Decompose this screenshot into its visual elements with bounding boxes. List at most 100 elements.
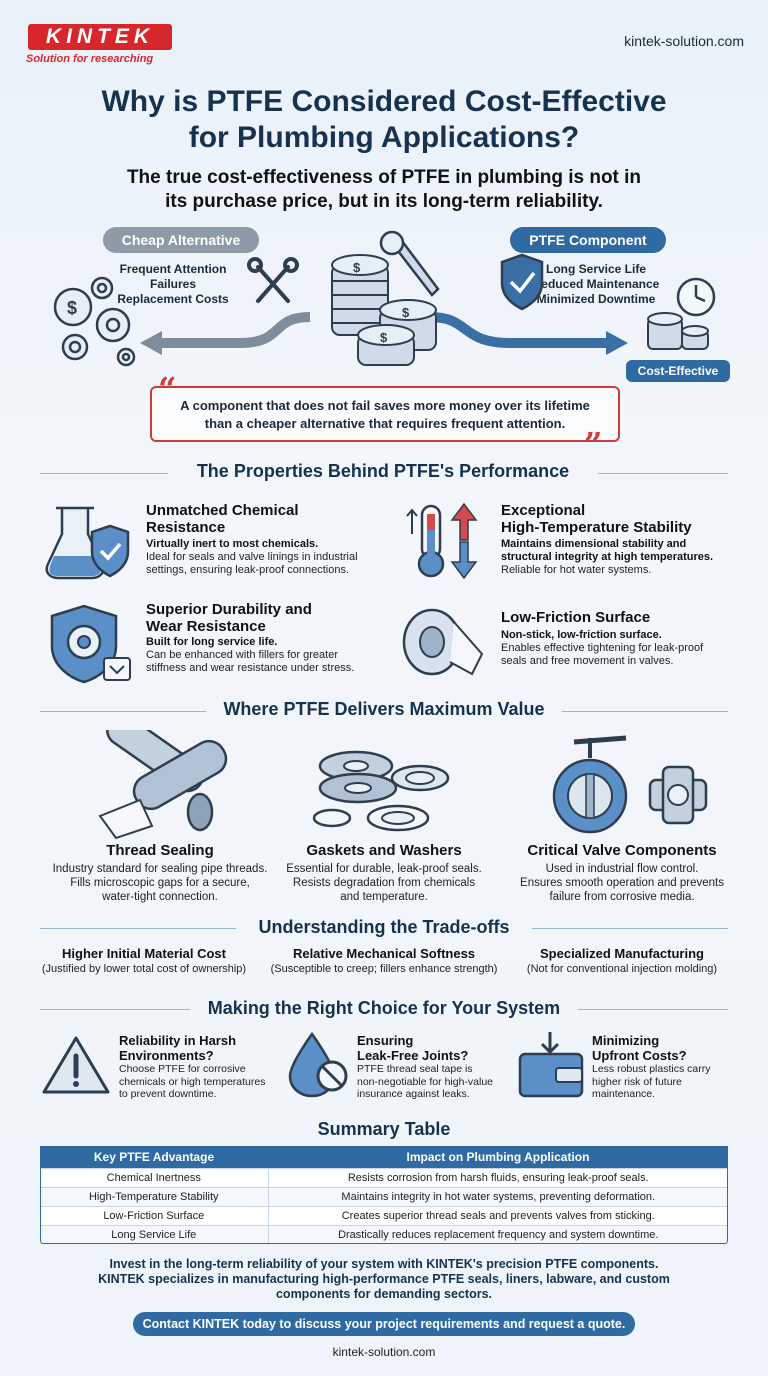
app-title: Critical Valve Components — [527, 842, 717, 859]
applications-heading: Where PTFE Delivers Maximum Value — [223, 699, 545, 719]
summary-heading: Summary Table — [317, 1119, 451, 1139]
app-line: failure from corrosive media. — [549, 891, 695, 903]
clock-icon — [676, 277, 716, 317]
wrench-icon — [379, 230, 440, 297]
footer-line: components for demanding sectors. — [275, 1287, 492, 1301]
property-text: stiffness and wear resistance under stre… — [146, 662, 355, 674]
choice-text: to prevent downtime. — [119, 1088, 217, 1100]
choice-title: Reliability in Harsh — [119, 1033, 237, 1048]
table-cell: High-Temperature Stability — [40, 1186, 269, 1206]
property-lead: Virtually inert to most chemicals. — [146, 538, 319, 550]
ptfe-component-pill: PTFE Component — [510, 227, 666, 253]
cost-effective-badge: Cost-Effective — [626, 360, 730, 382]
table-cell: Low-Friction Surface — [40, 1205, 269, 1225]
property-title: Low-Friction Surface — [501, 609, 651, 626]
contact-cta-button[interactable]: Contact KINTEK today to discuss your pro… — [133, 1312, 635, 1336]
table-cell: Resists corrosion from harsh fluids, ens… — [268, 1167, 728, 1187]
quote-line-1: A component that does not fail saves mor… — [180, 398, 590, 413]
choice-heading: Making the Right Choice for Your System — [207, 998, 561, 1018]
quote-close-icon: ” — [584, 425, 603, 463]
kintek-logo[interactable]: KINTEK — [28, 24, 172, 50]
property-text: settings, ensuring leak-proof connection… — [146, 564, 350, 576]
svg-text:$: $ — [402, 305, 410, 320]
table-row: Chemical Inertness Resists corrosion fro… — [40, 1167, 728, 1187]
property-chemical: Unmatched Chemical Resistance Virtually … — [146, 502, 386, 577]
footer-line: KINTEK specializes in manufacturing high… — [98, 1272, 670, 1286]
app-line: water-tight connection. — [102, 891, 218, 903]
durability-shield-icon — [50, 604, 131, 684]
property-text: Can be enhanced with fillers for greater — [146, 649, 338, 661]
tools-icon — [247, 257, 299, 303]
gasket-washer-icon — [312, 750, 450, 832]
app-line: Fills microscopic gaps for a secure, — [70, 877, 250, 889]
property-text: Enables effective tightening for leak-pr… — [501, 642, 704, 654]
divider — [40, 1009, 190, 1010]
property-low-friction: Low-Friction Surface Non-stick, low-fric… — [501, 609, 741, 668]
divider — [578, 1009, 728, 1010]
property-temperature: Exceptional High-Temperature Stability M… — [501, 502, 741, 577]
choice-title: Environments? — [119, 1048, 214, 1063]
site-url-bottom[interactable]: kintek-solution.com — [332, 1345, 436, 1359]
subtitle-line-1: The true cost-effectiveness of PTFE in p… — [126, 167, 642, 188]
water-drop-no-leak-icon — [288, 1031, 348, 1098]
table-cell: Drastically reduces replacement frequenc… — [268, 1224, 728, 1244]
choice-title: Minimizing — [592, 1033, 660, 1048]
page-subtitle: The true cost-effectiveness of PTFE in p… — [60, 166, 708, 214]
choice-text: higher risk of future — [592, 1075, 682, 1088]
choice-leak-free: Ensuring Leak-Free Joints? PTFE thread s… — [357, 1033, 517, 1101]
tradeoff-title: Specialized Manufacturing — [540, 946, 704, 961]
property-text: Ideal for seals and valve linings in ind… — [146, 551, 358, 563]
property-title: Unmatched Chemical — [146, 502, 299, 519]
cheap-item: Frequent Attention — [119, 262, 227, 276]
footer-pitch: Invest in the long-term reliability of y… — [60, 1257, 708, 1302]
tradeoff-subtext: (Justified by lower total cost of owners… — [41, 963, 247, 975]
tradeoffs-heading: Understanding the Trade-offs — [258, 917, 510, 937]
tradeoff-subtext: (Susceptible to creep; fillers enhance s… — [270, 963, 498, 975]
valve-icon — [552, 735, 708, 834]
property-title: High-Temperature Stability — [501, 519, 692, 536]
thermometer-icon — [406, 502, 478, 580]
title-line-1: Why is PTFE Considered Cost-Effective — [101, 85, 667, 118]
divider — [562, 711, 728, 712]
property-lead: Maintains dimensional stability and — [501, 538, 687, 550]
ptfe-item: Minimized Downtime — [536, 292, 656, 306]
choice-text: Choose PTFE for corrosive — [119, 1063, 246, 1075]
ptfe-tape-roll-icon — [402, 608, 484, 676]
coins-icon: $ $ $ — [331, 254, 437, 366]
property-lead: structural integrity at high temperature… — [501, 551, 714, 563]
ptfe-item: Long Service Life — [545, 262, 647, 276]
choice-text: maintenance. — [592, 1088, 656, 1100]
properties-heading: The Properties Behind PTFE's Performance — [196, 461, 570, 481]
table-row: Low-Friction Surface Creates superior th… — [40, 1205, 728, 1225]
property-text: seals and free movement in valves. — [501, 655, 674, 667]
wallet-icon — [518, 1032, 584, 1098]
app-line: and temperature. — [340, 891, 428, 903]
svg-text:$: $ — [353, 260, 361, 275]
site-url-top[interactable]: kintek-solution.com — [624, 33, 744, 49]
tradeoff-title: Relative Mechanical Softness — [292, 946, 476, 961]
logo-tagline: Solution for researching — [26, 53, 154, 65]
choice-text: PTFE thread seal tape is — [357, 1063, 473, 1075]
gears-icon: $ — [53, 276, 136, 367]
coin-stack-icon — [647, 312, 709, 350]
property-title: Exceptional — [501, 502, 586, 519]
choice-upfront-costs: Minimizing Upfront Costs? Less robust pl… — [592, 1033, 752, 1101]
arrow-right-icon — [429, 312, 628, 355]
app-description: Essential for durable, leak-proof seals.… — [254, 862, 514, 904]
property-durability: Superior Durability and Wear Resistance … — [146, 601, 391, 675]
svg-text:$: $ — [380, 330, 388, 345]
table-row: High-Temperature Stability Maintains int… — [40, 1186, 728, 1206]
cheap-item: Replacement Costs — [117, 292, 229, 306]
arrow-left-icon — [140, 312, 311, 355]
app-description: Used in industrial flow control. Ensures… — [492, 862, 752, 904]
divider — [40, 928, 236, 929]
choice-text: insurance against leaks. — [357, 1088, 470, 1100]
cheap-alternative-pill: Cheap Alternative — [103, 227, 259, 253]
app-line: Resists degradation from chemicals — [292, 877, 476, 889]
divider — [598, 473, 728, 474]
shield-check-icon — [500, 253, 544, 311]
property-title: Wear Resistance — [146, 618, 266, 635]
property-title: Resistance — [146, 519, 226, 536]
quote-line-2: than a cheaper alternative that requires… — [204, 416, 566, 431]
divider — [40, 711, 206, 712]
